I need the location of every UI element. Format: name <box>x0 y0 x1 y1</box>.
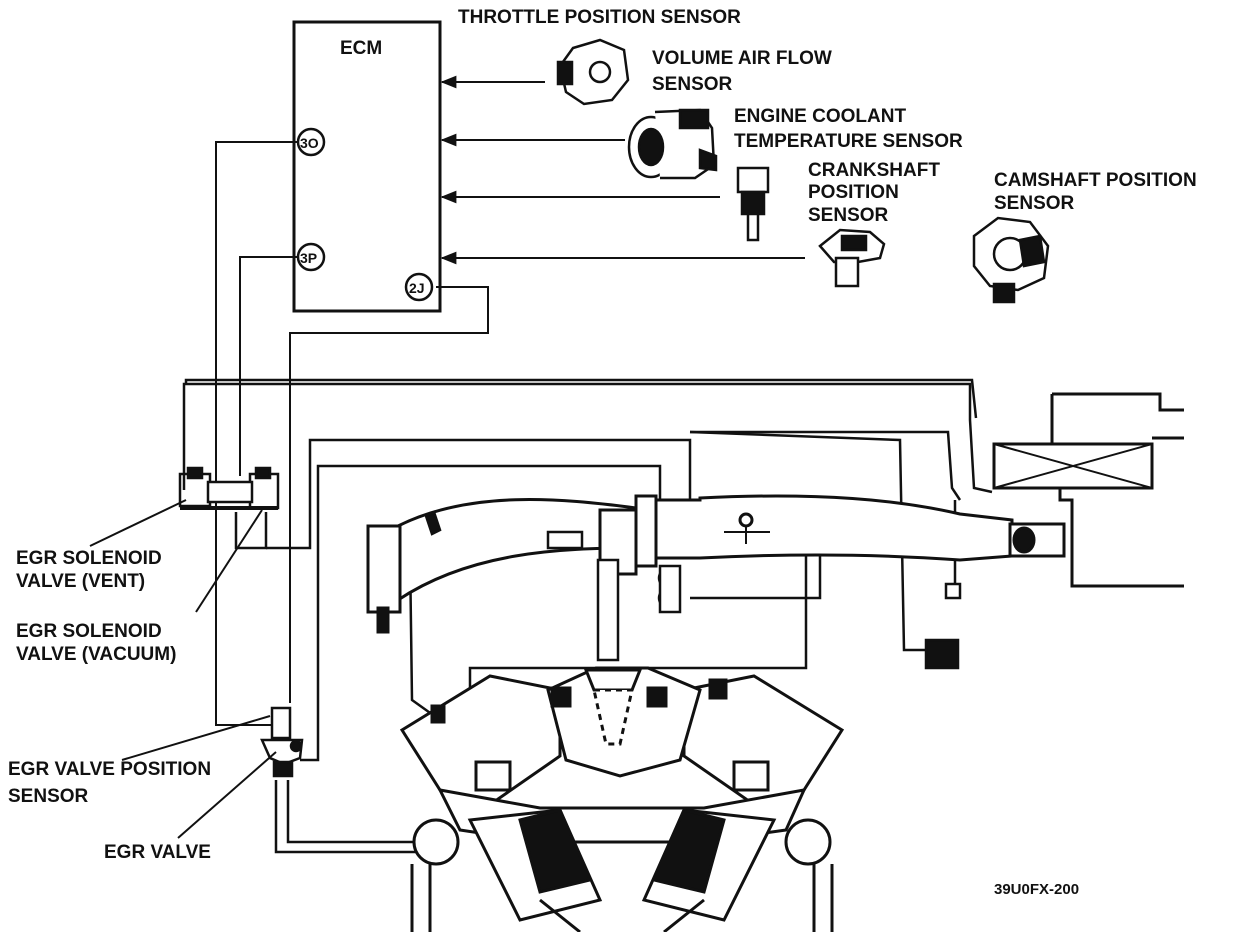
egr-solenoid-vacuum-icon <box>248 466 280 510</box>
label-camshaft-2: SENSOR <box>994 193 1075 214</box>
air-cleaner-housing <box>992 392 1184 588</box>
ecm-title: ECM <box>340 38 382 59</box>
ecm-output-wiring <box>215 141 489 726</box>
vacuum-hoses <box>182 378 993 854</box>
label-egr-solenoid-vent-2: VALVE (VENT) <box>16 571 145 592</box>
label-egr-valve-position-1: EGR VALVE POSITION <box>8 759 211 780</box>
label-camshaft-1: CAMSHAFT POSITION <box>994 170 1197 191</box>
label-volume-air-flow-2: SENSOR <box>652 74 733 95</box>
ecm-pin-2j-marker <box>404 272 434 302</box>
v-engine-block <box>399 666 845 932</box>
sensor-signal-lines <box>440 75 805 265</box>
label-throttle-position-sensor: THROTTLE POSITION SENSOR <box>458 7 741 28</box>
ecm-pin-3p: 3P <box>300 250 317 266</box>
throttle-position-sensor-icon <box>556 38 630 106</box>
label-volume-air-flow-1: VOLUME AIR FLOW <box>652 48 832 69</box>
figure-code: 39U0FX-200 <box>994 881 1079 898</box>
label-leader-lines <box>89 499 277 839</box>
solenoid-manifold-block <box>180 480 278 510</box>
egr-valve-position-sensor-icon <box>270 706 292 740</box>
throttle-body-parts <box>424 510 962 670</box>
label-egr-valve-position-2: SENSOR <box>8 786 89 807</box>
label-egr-solenoid-vacuum-2: VALVE (VACUUM) <box>16 644 176 665</box>
label-egr-solenoid-vent-1: EGR SOLENOID <box>16 548 162 569</box>
label-crankshaft-1: CRANKSHAFT <box>808 160 940 181</box>
label-engine-coolant-1: ENGINE COOLANT <box>734 106 906 127</box>
volume-air-flow-sensor-icon <box>627 108 718 180</box>
label-crankshaft-2: POSITION <box>808 182 899 203</box>
ecm-pin-3o: 3O <box>300 135 319 151</box>
ecm-pin-2j: 2J <box>409 280 425 296</box>
camshaft-position-sensor-icon <box>972 216 1050 304</box>
egr-valve-icon <box>260 738 304 778</box>
label-crankshaft-3: SENSOR <box>808 205 889 226</box>
label-engine-coolant-2: TEMPERATURE SENSOR <box>734 131 963 152</box>
crankshaft-position-sensor-icon <box>818 228 886 288</box>
label-egr-valve: EGR VALVE <box>104 842 211 863</box>
intake-duct-assembly <box>366 494 1014 634</box>
coolant-temperature-sensor-icon <box>736 166 770 242</box>
label-egr-solenoid-vacuum-1: EGR SOLENOID <box>16 621 162 642</box>
